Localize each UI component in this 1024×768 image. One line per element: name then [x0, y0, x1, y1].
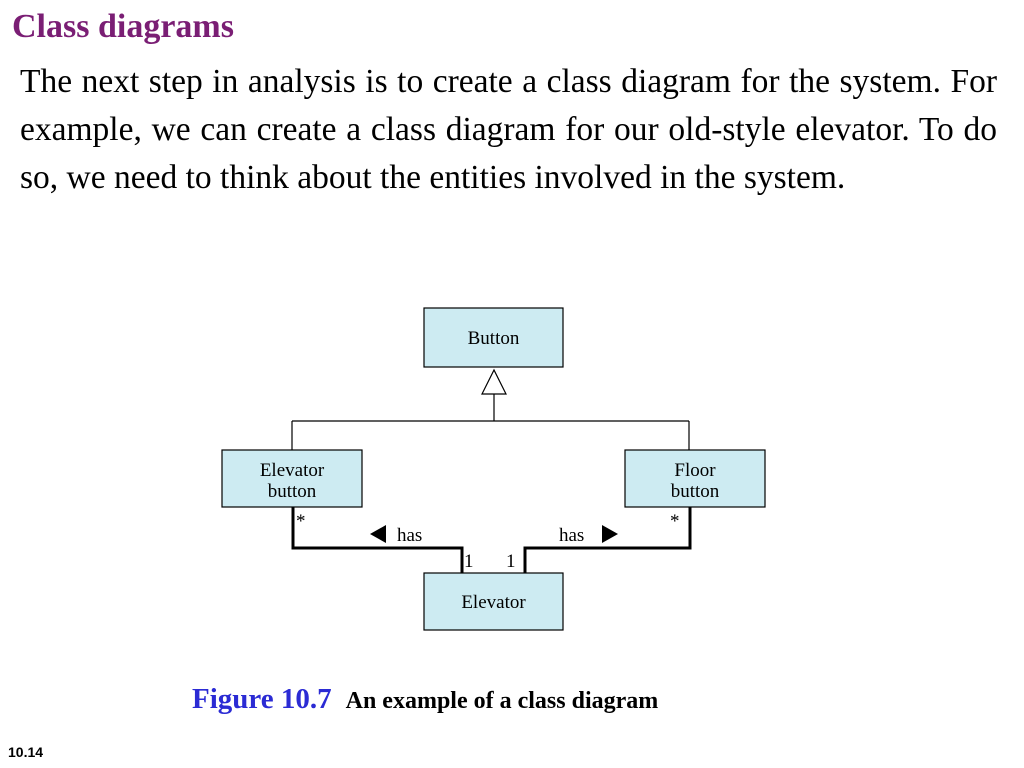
association-left-multiplicity-many: * — [296, 511, 306, 532]
slide-title: Class diagrams — [12, 8, 234, 45]
figure-caption: Figure 10.7 An example of a class diagram — [192, 683, 658, 716]
association-left-direction-icon — [370, 525, 386, 543]
class-elevator-button-label-line1: Elevator — [260, 460, 325, 481]
association-right-multiplicity-one: 1 — [506, 551, 516, 572]
body-paragraph: The next step in analysis is to create a… — [20, 63, 997, 196]
class-floor-button-label-line2: button — [671, 481, 720, 502]
class-floor-button: Floor button — [624, 449, 766, 508]
class-diagram: Button Elevator button Floor button Elev… — [221, 307, 766, 631]
class-button: Button — [423, 307, 564, 368]
class-elevator-button-label-line2: button — [268, 481, 317, 502]
class-elevator: Elevator — [423, 572, 564, 631]
association-right: * has 1 — [506, 507, 692, 573]
figure-caption-text: An example of a class diagram — [345, 688, 659, 714]
class-elevator-label: Elevator — [461, 592, 526, 613]
generalization-connector — [291, 368, 690, 450]
class-button-label: Button — [468, 328, 520, 349]
class-floor-button-box — [624, 449, 766, 508]
association-right-direction-icon — [602, 525, 618, 543]
association-right-multiplicity-many: * — [670, 511, 680, 532]
page-number: 10.14 — [8, 744, 44, 760]
class-elevator-button: Elevator button — [221, 449, 363, 508]
association-left-line — [291, 507, 464, 573]
figure-number: Figure 10.7 — [192, 683, 332, 715]
association-left-label: has — [397, 525, 422, 546]
class-button-box — [423, 307, 564, 368]
association-right-line — [523, 507, 692, 573]
association-left-multiplicity-one: 1 — [464, 551, 474, 572]
association-left: * has 1 — [291, 507, 474, 573]
inheritance-triangle-icon — [481, 368, 507, 395]
association-right-label: has — [559, 525, 584, 546]
class-floor-button-label-line1: Floor — [674, 460, 716, 481]
class-elevator-box — [423, 572, 564, 631]
